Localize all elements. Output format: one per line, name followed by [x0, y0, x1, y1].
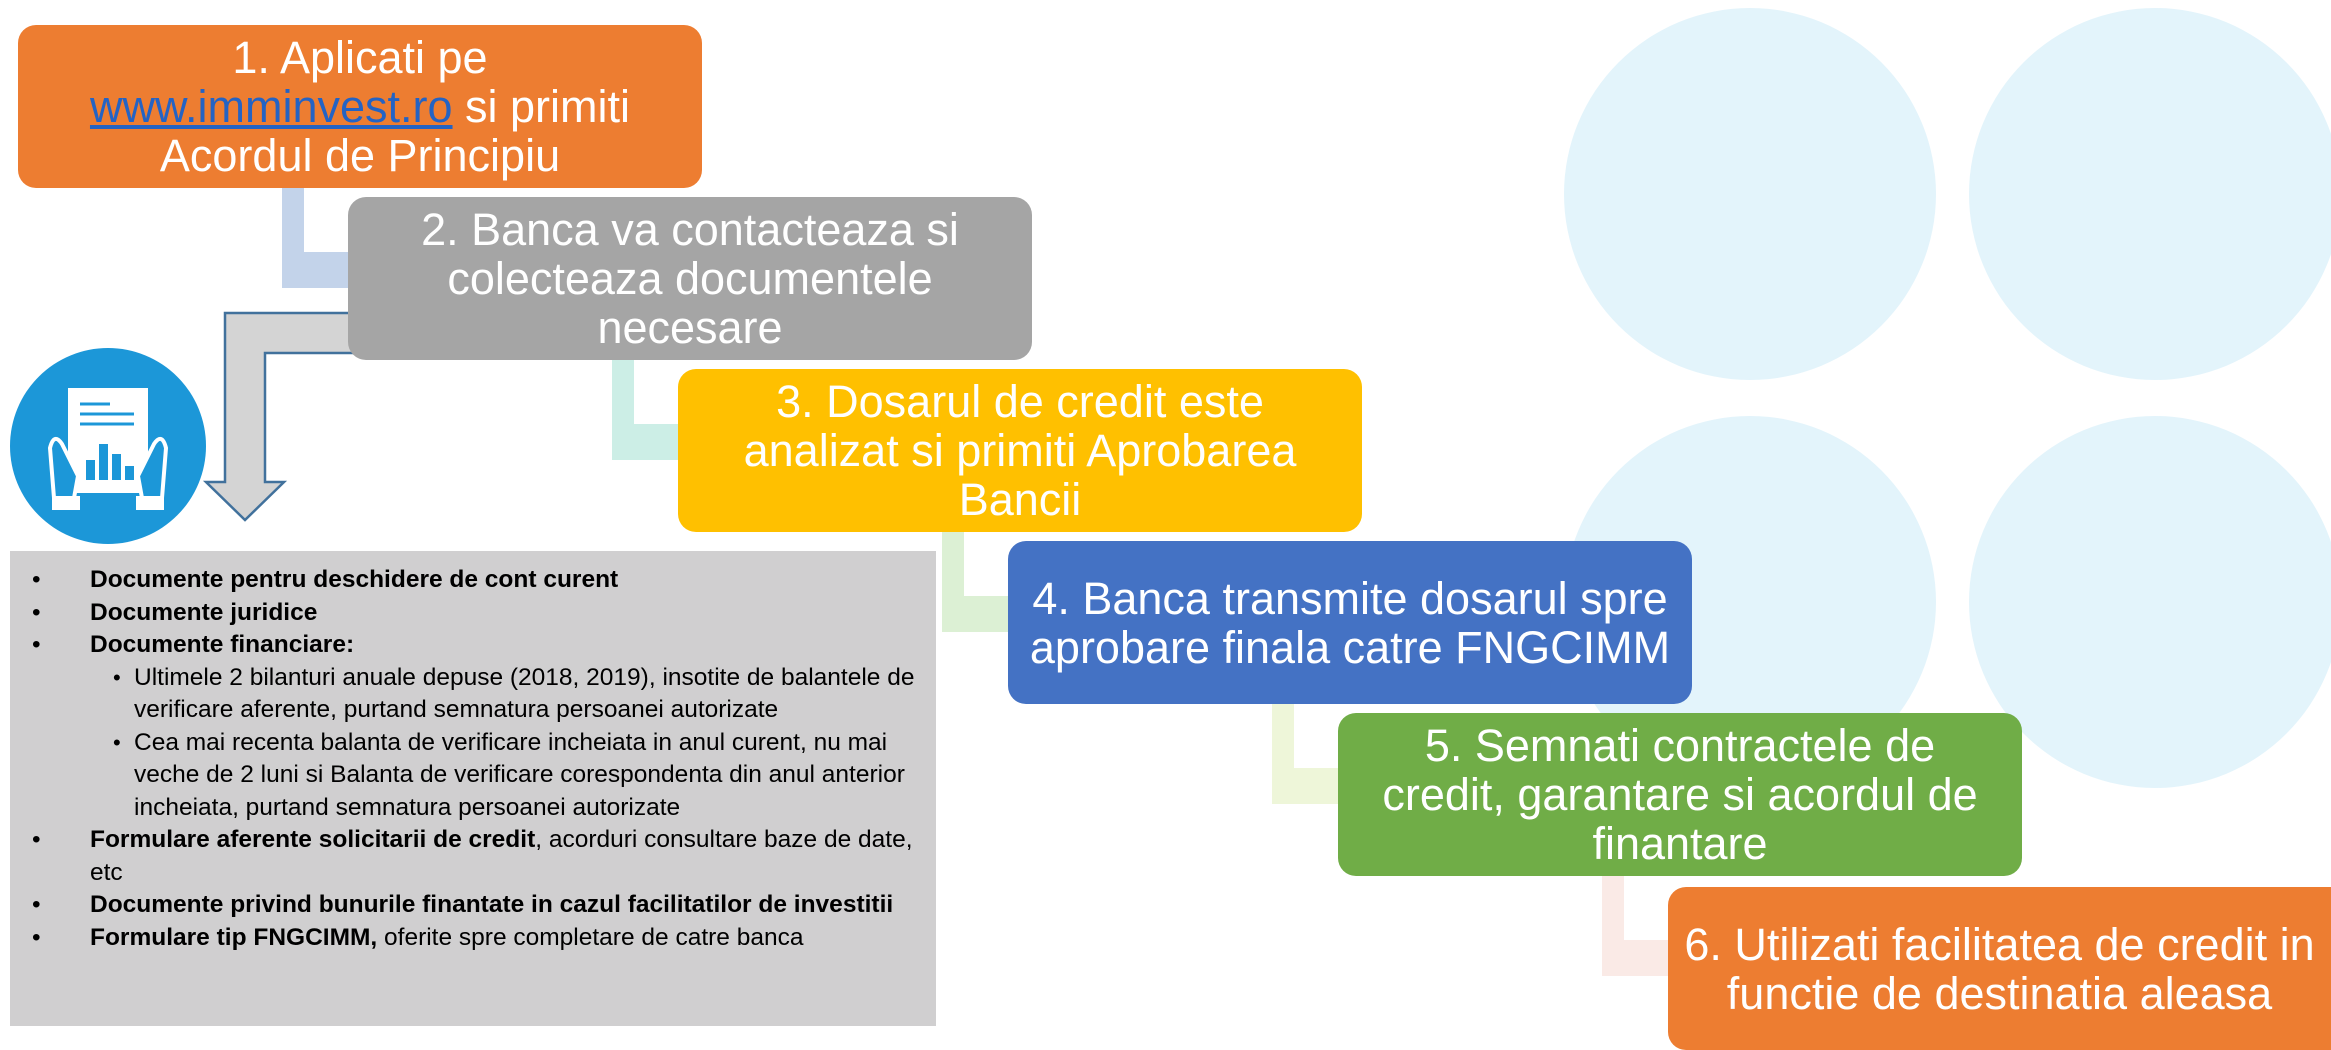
- doc-item-6-rest: oferite spre completare de catre banca: [377, 923, 804, 951]
- doc-item-6-bold: Formulare tip FNGCIMM,: [90, 923, 378, 951]
- list-item: Documente pentru deschidere de cont cure…: [24, 564, 922, 597]
- doc-item-4-bold: Formulare aferente solicitarii de credit: [90, 826, 536, 853]
- doc-item-2: Documente juridice: [90, 598, 318, 626]
- sub-list-item: Cea mai recenta balanta de verificare in…: [24, 727, 922, 825]
- step-2-text: 2. Banca va contacteaza si colecteaza do…: [421, 204, 959, 353]
- list-item: Formulare tip FNGCIMM, oferite spre comp…: [24, 922, 922, 955]
- connector-4-5: [1272, 704, 1342, 804]
- step-1-last: Acordul de Principiu: [159, 130, 561, 181]
- list-item: Formulare aferente solicitarii de credit…: [24, 824, 922, 889]
- step-6-text: 6. Utilizati facilitatea de credit in fu…: [1684, 918, 2315, 1019]
- step-4-text: 4. Banca transmite dosarul spre aprobare…: [1029, 572, 1671, 673]
- decorative-circle: [1564, 8, 1936, 380]
- connector-3-4: [942, 532, 1012, 632]
- doc-item-3: Documente financiare:: [90, 631, 355, 658]
- connector-1-2: [282, 188, 352, 288]
- connector-5-6: [1602, 876, 1672, 976]
- step-5-text: 5. Semnati contractele de credit, garant…: [1382, 720, 1978, 869]
- document-chart-icon: [10, 348, 206, 544]
- step-6-box: 6. Utilizati facilitatea de credit in fu…: [1668, 887, 2331, 1050]
- step-1-box: 1. Aplicati pe www.imminvest.ro si primi…: [18, 25, 702, 188]
- doc-item-4-rest: , acorduri consultare baze de date, etc: [90, 826, 913, 886]
- bent-arrow: [202, 311, 358, 522]
- step-2-box: 2. Banca va contacteaza si colecteaza do…: [348, 197, 1032, 360]
- step-4-box: 4. Banca transmite dosarul spre aprobare…: [1008, 541, 1692, 704]
- list-item: Documente financiare: Ultimele 2 bilantu…: [24, 629, 922, 824]
- list-item: Documente juridice: [24, 597, 922, 630]
- step-3-text: 3. Dosarul de credit este analizat si pr…: [743, 376, 1297, 525]
- step-1-suffix: si primiti: [452, 81, 631, 132]
- step-1-text: 1. Aplicati pe www.imminvest.ro si primi…: [90, 33, 630, 180]
- list-item: Documente privind bunurile finantate in …: [24, 889, 922, 922]
- decorative-circle: [1969, 8, 2331, 380]
- doc-item-1: Documente pentru deschidere de cont cure…: [90, 566, 619, 593]
- doc-item-5: Documente privind bunurile finantate in …: [90, 891, 894, 918]
- step-5-box: 5. Semnati contractele de credit, garant…: [1338, 713, 2022, 876]
- step-3-box: 3. Dosarul de credit este analizat si pr…: [678, 369, 1362, 532]
- document-hands-icon: [47, 388, 169, 510]
- imminvest-link[interactable]: www.imminvest.ro: [89, 81, 453, 132]
- step-1-prefix: 1. Aplicati pe: [232, 32, 488, 83]
- decorative-circle: [1969, 416, 2331, 788]
- connector-2-3: [612, 360, 682, 460]
- documents-list-panel: Documente pentru deschidere de cont cure…: [10, 551, 936, 1026]
- sub-list-item: Ultimele 2 bilanturi anuale depuse (2018…: [24, 662, 922, 727]
